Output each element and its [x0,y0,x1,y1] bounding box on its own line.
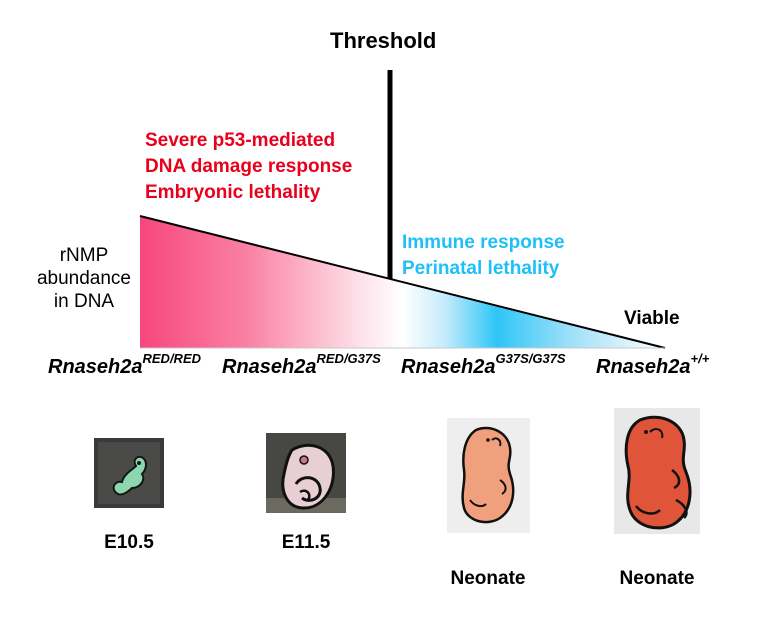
severe-line-3: Embryonic lethality [145,182,321,203]
stage-neonate-wildtype: Neonate [619,568,695,589]
genotype-allele: RED/G37S [316,351,381,367]
genotype-allele: RED/RED [142,351,202,367]
genotype-name: Rnaseh2a [48,356,143,378]
immune-line-2: Perinatal lethality [402,258,560,279]
rnmp-axis-line-2: abundance [36,268,132,289]
stage-e11-5: E11.5 [281,532,331,553]
immune-response-text: Immune response Perinatal lethality [402,230,565,282]
genotype-name: Rnaseh2a [596,356,691,378]
genotype-red-g37s: Rnaseh2aRED/G37S [222,352,381,379]
severe-line-1: Severe p53-mediated [145,130,336,151]
severe-response-text: Severe p53-mediated DNA damage response … [145,128,352,206]
neonate-g37s-image [447,418,530,533]
genotype-red-red: Rnaseh2aRED/RED [48,352,201,379]
viable-label: Viable [624,308,680,329]
threshold-label: Threshold [330,28,437,53]
genotype-wildtype: Rnaseh2a+/+ [596,352,709,379]
e10-5-embryo-image [94,438,164,508]
stage-neonate-g37s: Neonate [450,568,526,589]
rnmp-axis-label: rNMP abundance in DNA [30,244,138,313]
genotype-allele: G37S/G37S [495,351,566,367]
stage-e10-5: E10.5 [104,532,154,553]
immune-line-1: Immune response [402,232,565,253]
rnmp-axis-line-3: in DNA [53,291,115,312]
genotype-g37s-g37s: Rnaseh2aG37S/G37S [401,352,566,379]
rnmp-axis-line-1: rNMP [59,245,109,266]
genotype-name: Rnaseh2a [222,356,317,378]
genotype-name: Rnaseh2a [401,356,496,378]
e11-5-embryo-image [266,433,346,513]
neonate-wildtype-image [614,408,700,534]
genotype-allele: +/+ [690,351,710,367]
severe-line-2: DNA damage response [145,156,353,177]
triangle-hypotenuse [139,215,666,349]
